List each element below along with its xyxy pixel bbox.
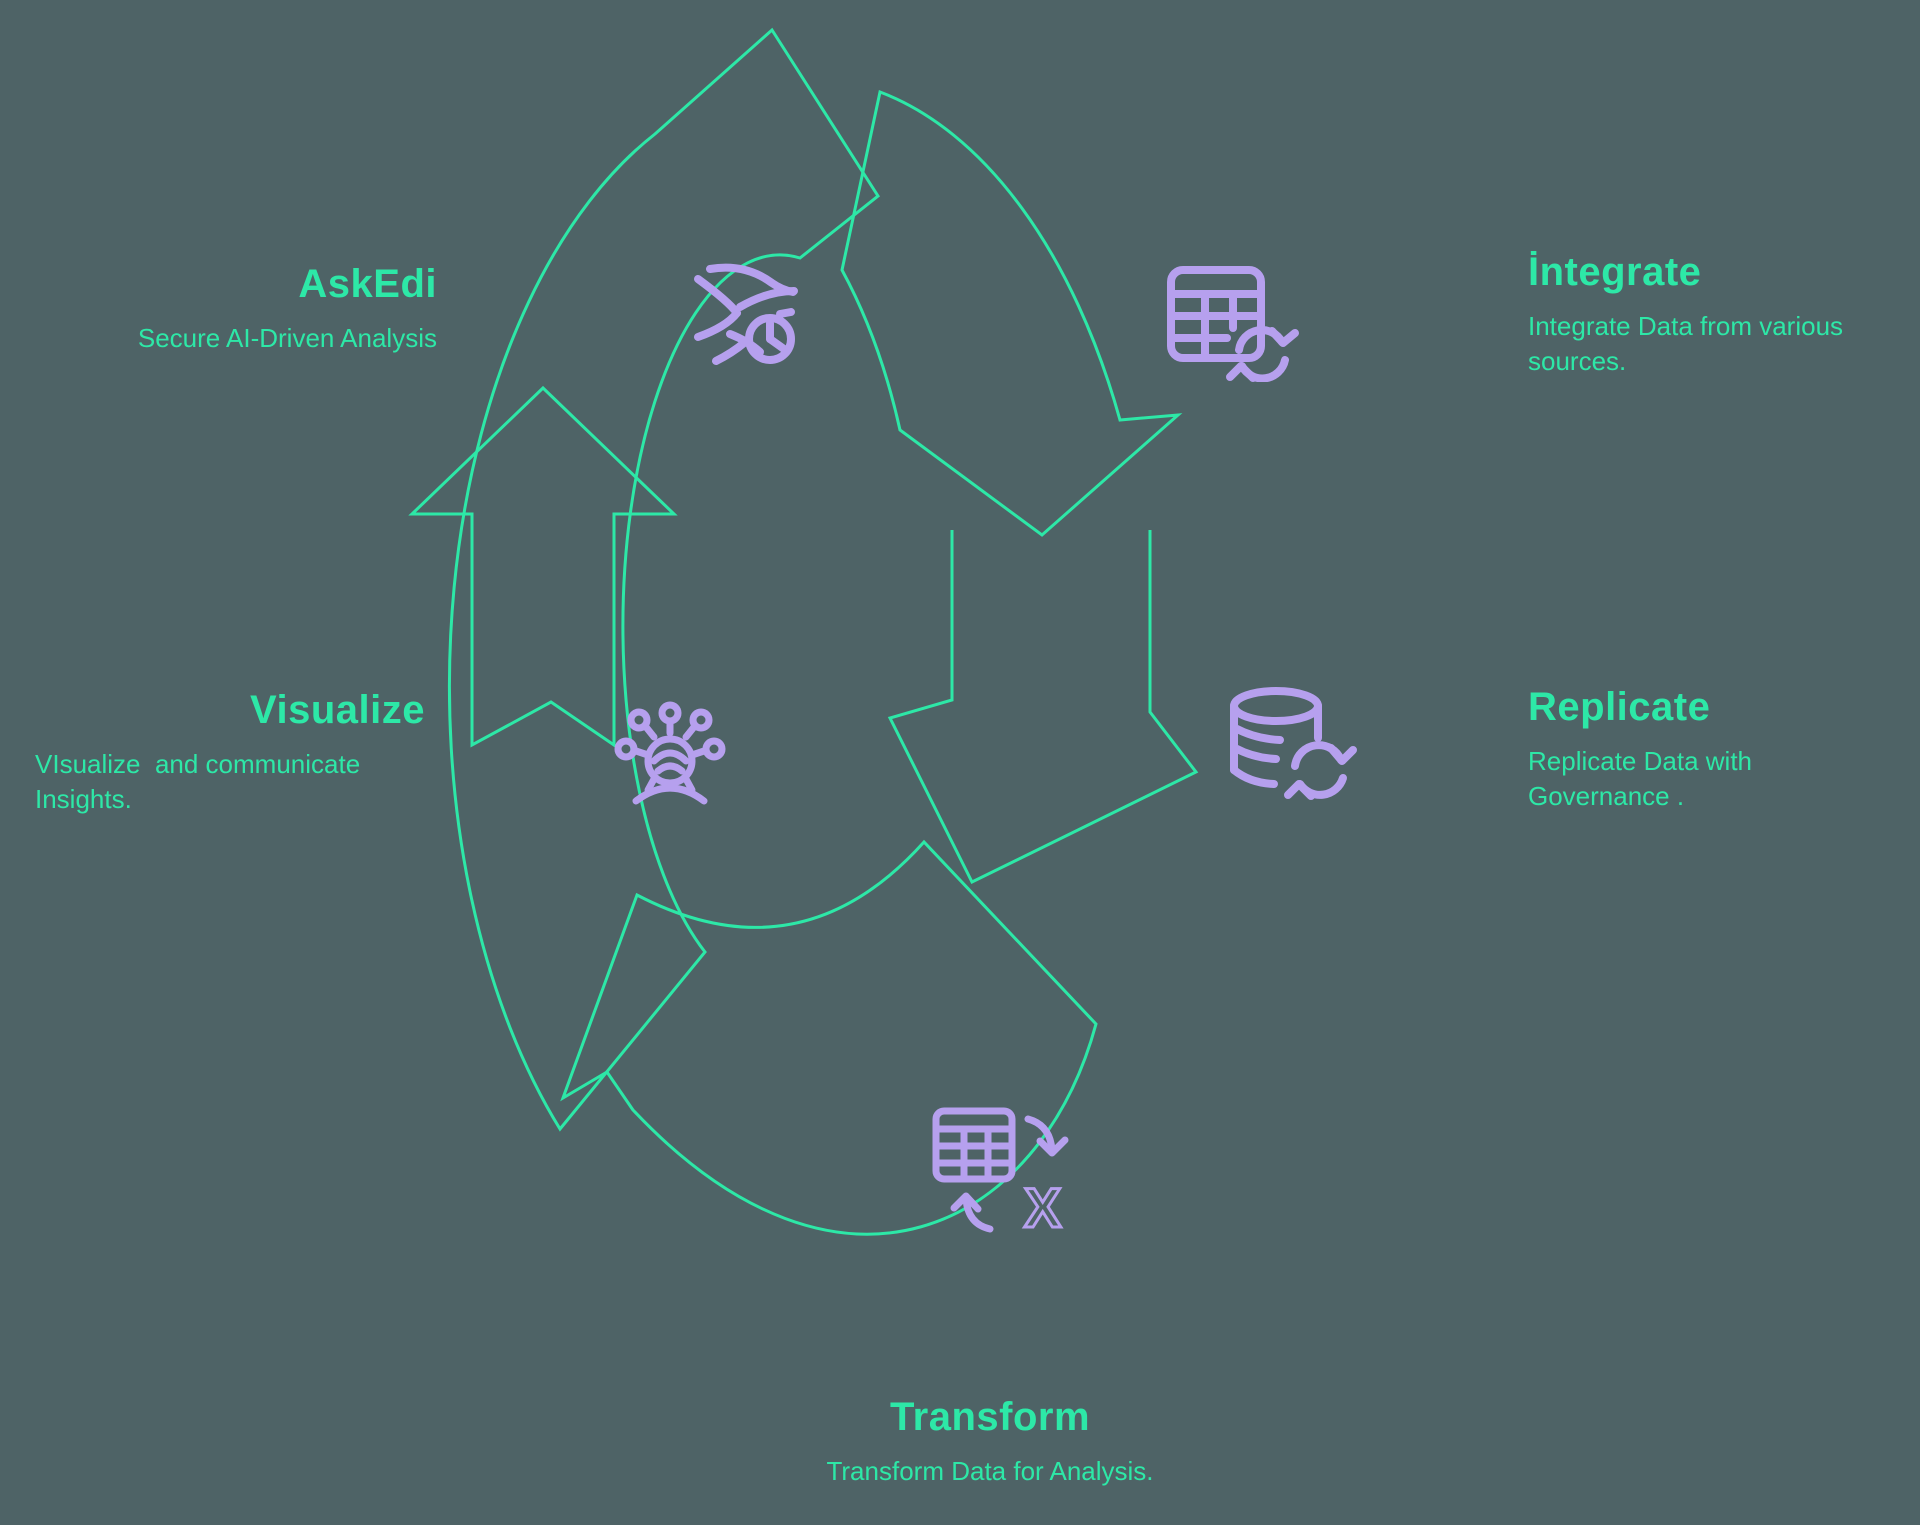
visualize-description: VIsualize and communicate Insights. <box>35 749 361 815</box>
integrate-arc-arrow <box>840 89 1183 537</box>
visualize-label-block: Visualize VIsualize and communicate Insi… <box>30 688 425 817</box>
insights-mind-icon <box>608 695 733 807</box>
table-sync-icon <box>1165 262 1300 382</box>
visualize-title: Visualize <box>250 688 425 732</box>
database-sync-icon <box>1222 682 1357 804</box>
askedi-title: AskEdi <box>298 262 437 306</box>
visualize-up-arrow <box>408 385 678 748</box>
replicate-label-block: Replicate Replicate Data with Governance… <box>1528 685 1920 814</box>
table-excel-transform-icon: X <box>928 1105 1078 1240</box>
wind-clock-icon <box>660 235 845 380</box>
askedi-arc-arrow <box>447 27 880 1132</box>
transform-title: Transform <box>889 1395 1091 1439</box>
replicate-channel-arrow <box>887 530 1199 885</box>
integrate-description: Integrate Data from various sources. <box>1528 311 1844 377</box>
transform-description: Transform Data for Analysis. <box>826 1456 1154 1486</box>
askedi-label-block: AskEdi Secure AI-Driven Analysis <box>55 262 437 356</box>
integrate-title: İntegrate <box>1528 250 1702 294</box>
replicate-description: Replicate Data with Governance . <box>1528 746 1752 812</box>
replicate-title: Replicate <box>1528 685 1711 729</box>
integrate-label-block: İntegrate Integrate Data from various so… <box>1528 250 1920 379</box>
excel-x-glyph: X <box>1024 1176 1061 1239</box>
transform-label-block: Transform Transform Data for Analysis. <box>640 1395 1340 1489</box>
askedi-description: Secure AI-Driven Analysis <box>137 323 437 353</box>
